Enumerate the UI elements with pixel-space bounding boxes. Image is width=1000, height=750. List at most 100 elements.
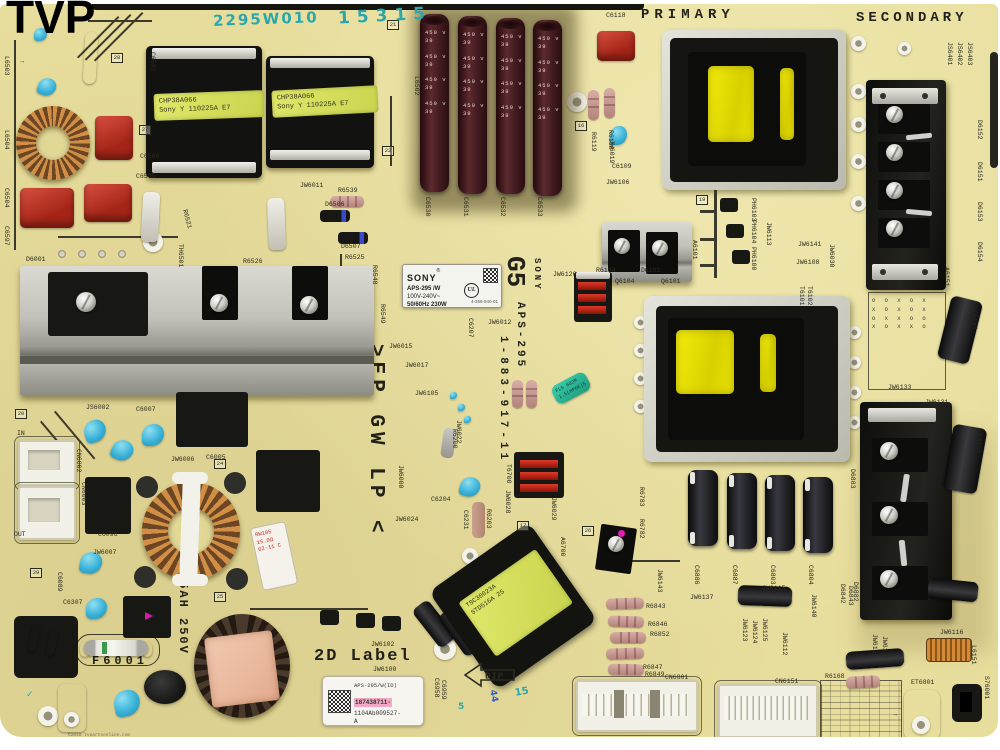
pcb-trace: [600, 560, 680, 562]
thermistor-blue-small: [450, 392, 457, 399]
drive-transformer-clip: [576, 272, 610, 279]
cap-print-lot: 39: [501, 111, 510, 119]
silkscreen-ref: JW6106: [606, 179, 630, 186]
silkscreen-ref: JW6115: [762, 585, 786, 592]
rectifier-d6154: [878, 218, 930, 248]
silkscreen-ref: JW6112: [781, 632, 788, 656]
resistor-pink: [605, 597, 645, 610]
dip-arrow-shape: DIP: [463, 662, 515, 688]
electrolytic-capacitor: [688, 470, 718, 546]
resistor-tan-c6231: [472, 502, 485, 538]
silkscreen-ref: D6001: [26, 256, 46, 263]
solder-pad: [848, 416, 861, 429]
silkscreen-ref: C6803: [769, 565, 776, 585]
photo-right-edge-part: [990, 52, 998, 168]
fuse-glass-body: [84, 640, 148, 656]
silkscreen-ref: T6101: [798, 286, 805, 306]
transformer-1-label: CHP38A066 Sony Y 110225A E7: [153, 90, 265, 121]
toroid-tape-square: [203, 630, 281, 708]
pcb-board: PRIMARY SECONDARY G5 SONY APS-295 1-883-…: [0, 4, 998, 737]
jumper-table-row: X O X X O: [872, 323, 929, 331]
silkscreen-number-box: 29: [30, 568, 42, 578]
solder-pad: [634, 400, 647, 413]
silkscreen-ref: C6231: [462, 510, 469, 530]
pcb-trace: [14, 40, 16, 250]
silkscreen-ref: R6783: [638, 487, 645, 507]
silkscreen-ref: JW6143: [656, 569, 663, 593]
filter-capacitor-green: FLS 682M 1.5(HP6K)5: [549, 370, 593, 406]
solder-pad: [634, 316, 647, 329]
handwritten-mark: ✓: [26, 690, 34, 700]
silkscreen-ref: JS6401: [946, 42, 953, 66]
silkscreen-ref: R6782: [638, 519, 645, 539]
pcb-trace: [700, 238, 716, 241]
cap-print-lot: 39: [463, 62, 472, 70]
cap-print-lot: 39: [463, 109, 472, 117]
silkscreen-ref: JS6002: [86, 404, 110, 411]
silkscreen-number-box: 21: [387, 20, 399, 30]
resistor-pink: [610, 632, 646, 643]
silkscreen-ref: C6959: [440, 680, 447, 700]
vendor-watermark: TVP: [6, 0, 96, 43]
drive-transformer-winding: [520, 484, 558, 492]
resistor-pink: [607, 663, 645, 676]
silkscreen-ref: R6203: [485, 509, 492, 529]
toroid-inductor-input: [16, 106, 90, 180]
jumper-option-table-2: [820, 680, 902, 737]
silkscreen-ref: R6548: [371, 265, 378, 285]
thermistor-blue-small: [464, 416, 471, 423]
silkscreen-ref: R6168: [825, 673, 845, 680]
diode-d6507: [338, 232, 368, 244]
ground-bracket-et6801: [904, 690, 940, 737]
thermistor-blue-small: [458, 404, 465, 411]
silkscreen-ref: R6539: [338, 187, 358, 194]
silkscreen-code-vertical: 1-883-917-11: [497, 336, 509, 464]
silkscreen-ref: D6506: [325, 201, 345, 208]
silkscreen-g5: G5: [500, 256, 530, 288]
transformer-1-rail-top: [152, 48, 256, 59]
silkscreen-ref: JW6140: [810, 594, 817, 618]
heatsink-groove: [20, 356, 374, 364]
rectifier-screw: [886, 220, 903, 237]
silkscreen-ref: D6883: [849, 469, 856, 489]
silkscreen-copyright: ©2016 tvpartsonline.com: [68, 733, 131, 737]
cap-print-lot: 39: [501, 64, 510, 72]
rating-label: SONY® APS-295 /W 100V-240V~ 50/60Hz 230W…: [402, 264, 502, 308]
film-capacitor-red: [84, 184, 132, 222]
cap-print-voltage: 450 v: [538, 82, 560, 89]
thermistor-blue: [86, 598, 107, 619]
silkscreen-ref: ET6801: [911, 679, 935, 686]
mosfet-screw: [652, 240, 668, 256]
silkscreen-number-box: 22: [382, 146, 394, 156]
silkscreen-ref: JW6108: [796, 259, 820, 266]
silkscreen-sony-vertical: SONY: [532, 258, 542, 292]
sticker-rev: A: [354, 717, 358, 725]
diode-d6506: [320, 210, 350, 222]
thermistor-blue: [81, 417, 109, 445]
power-resistor-labeled: RW105 15.0Ω 02-11 C: [249, 520, 299, 592]
cap-print-voltage: 450 v: [501, 103, 523, 111]
silkscreen-ref: JW6007: [93, 549, 117, 556]
toroid-mount: [134, 566, 156, 588]
transformer-2-rail-top: [270, 58, 370, 68]
component-lead-pad: [58, 250, 66, 258]
film-capacitor-red: [20, 188, 74, 228]
silkscreen-ref: Q6101: [661, 278, 681, 285]
jumper-table-row: X O X O X: [872, 305, 929, 313]
silkscreen-ref: R6526: [243, 258, 263, 265]
silkscreen-ref: JS6402: [956, 42, 963, 66]
silkscreen-ref: R6849: [645, 671, 665, 678]
connector-key-slot: [614, 690, 624, 718]
silkscreen-2d-label: 2D Label: [314, 647, 412, 666]
regulator-screw: [880, 506, 898, 524]
mounting-hole: [898, 42, 911, 55]
silkscreen-ref: R6852: [650, 631, 670, 638]
silkscreen-ref: PH6103: [750, 198, 757, 222]
main-transformer-secondary-tape: [676, 330, 734, 394]
qc-paint-mark: [145, 612, 153, 620]
silkscreen-ref: JW6133: [888, 384, 912, 391]
cap-print-voltage: 450 v: [501, 33, 523, 40]
